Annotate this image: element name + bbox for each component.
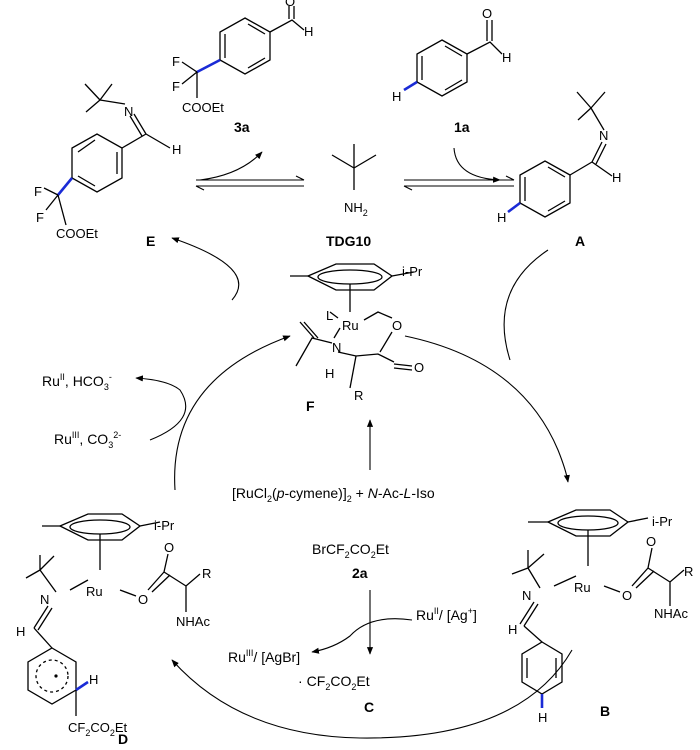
label-3a: 3a <box>234 119 250 135</box>
svg-text:O: O <box>622 588 632 603</box>
svg-text:H: H <box>502 50 511 65</box>
svg-text:H: H <box>325 366 334 381</box>
svg-text:i-Pr: i-Pr <box>652 514 673 529</box>
svg-text:N: N <box>599 128 608 143</box>
compound-1a: O H H 1a <box>392 6 511 135</box>
svg-text:NH2: NH2 <box>344 200 368 218</box>
svg-text:R: R <box>684 564 693 579</box>
svg-text:N: N <box>332 340 341 355</box>
svg-text:RuIII, CO32-: RuIII, CO32- <box>54 430 121 450</box>
svg-text:·CF2CO2Et: ·CF2CO2Et <box>298 673 370 692</box>
svg-text:O: O <box>285 0 295 9</box>
compound-A: N H H A <box>497 91 621 249</box>
label-C: C <box>364 699 374 715</box>
svg-text:Ru: Ru <box>574 580 591 595</box>
compound-D: i-Pr N Ru O O R H NHAc H CF2CO2Et D <box>16 513 211 747</box>
compound-F: i-Pr L Ru O N H O R F <box>290 263 424 414</box>
svg-text:F: F <box>172 79 180 94</box>
compound-B: i-Pr N Ru O O R H NHAc H B <box>508 509 693 725</box>
svg-text:CF2CO2Et: CF2CO2Et <box>68 720 128 738</box>
label-A: A <box>575 233 585 249</box>
svg-text:F: F <box>34 184 42 199</box>
svg-text:N: N <box>522 588 531 603</box>
svg-text:O: O <box>392 318 402 333</box>
svg-text:O: O <box>164 540 174 555</box>
compound-TDG10: NH2 TDG10 <box>326 144 377 249</box>
base-equilibrium: RuII, HCO3- RuIII, CO32- <box>42 372 187 450</box>
svg-text:RuII/ [Ag+]: RuII/ [Ag+] <box>416 606 477 623</box>
svg-text:COOEt: COOEt <box>182 100 224 115</box>
svg-text:R: R <box>354 388 363 403</box>
precatalyst: [RuCl2(p-cymene)]2 + N-Ac-L-Iso <box>232 419 435 504</box>
label-F: F <box>306 398 315 414</box>
svg-text:H: H <box>497 210 506 225</box>
svg-text:NHAc: NHAc <box>654 606 688 621</box>
label-2a: 2a <box>352 565 368 581</box>
svg-text:RuIII/ [AgBr]: RuIII/ [AgBr] <box>228 648 300 665</box>
svg-text:i-Pr: i-Pr <box>402 264 423 279</box>
svg-text:O: O <box>138 592 148 607</box>
svg-text:O: O <box>482 6 492 21</box>
label-TDG10: TDG10 <box>326 233 371 249</box>
label-B: B <box>600 703 610 719</box>
svg-text:Ru: Ru <box>342 318 359 333</box>
svg-text:COOEt: COOEt <box>56 226 98 241</box>
svg-text:Ru: Ru <box>86 584 103 599</box>
svg-text:RuII, HCO3-: RuII, HCO3- <box>42 372 112 392</box>
svg-text:F: F <box>36 210 44 225</box>
svg-text:F: F <box>172 54 180 69</box>
svg-text:H: H <box>172 142 181 157</box>
label-1a: 1a <box>454 119 470 135</box>
svg-text:H: H <box>304 24 313 39</box>
compound-E: N H F F COOEt E <box>34 83 181 249</box>
svg-text:R: R <box>202 566 211 581</box>
svg-text:i-Pr: i-Pr <box>154 518 175 533</box>
svg-text:N: N <box>40 592 49 607</box>
svg-text:N: N <box>124 104 133 119</box>
svg-text:L: L <box>326 308 333 323</box>
svg-text:H: H <box>16 624 25 639</box>
svg-text:H: H <box>392 89 401 104</box>
top-equilibria <box>195 147 515 191</box>
svg-text:BrCF2CO2Et: BrCF2CO2Et <box>312 541 389 560</box>
cycle-arrows <box>171 237 573 739</box>
radical-generation: BrCF2CO2Et 2a RuII/ [Ag+] RuIII/ [AgBr] … <box>228 541 477 715</box>
svg-text:H: H <box>538 710 547 725</box>
svg-text:[RuCl2(p-cymene)]2 + N-Ac-L-Is: [RuCl2(p-cymene)]2 + N-Ac-L-Iso <box>232 485 435 504</box>
svg-text:O: O <box>646 534 656 549</box>
label-D: D <box>118 731 128 747</box>
svg-text:H: H <box>508 622 517 637</box>
svg-text:NHAc: NHAc <box>176 614 210 629</box>
compound-3a: O H F F COOEt 3a <box>172 0 313 135</box>
svg-text:H: H <box>612 170 621 185</box>
svg-text:O: O <box>414 360 424 375</box>
svg-text:H: H <box>89 672 98 687</box>
label-E: E <box>146 233 155 249</box>
